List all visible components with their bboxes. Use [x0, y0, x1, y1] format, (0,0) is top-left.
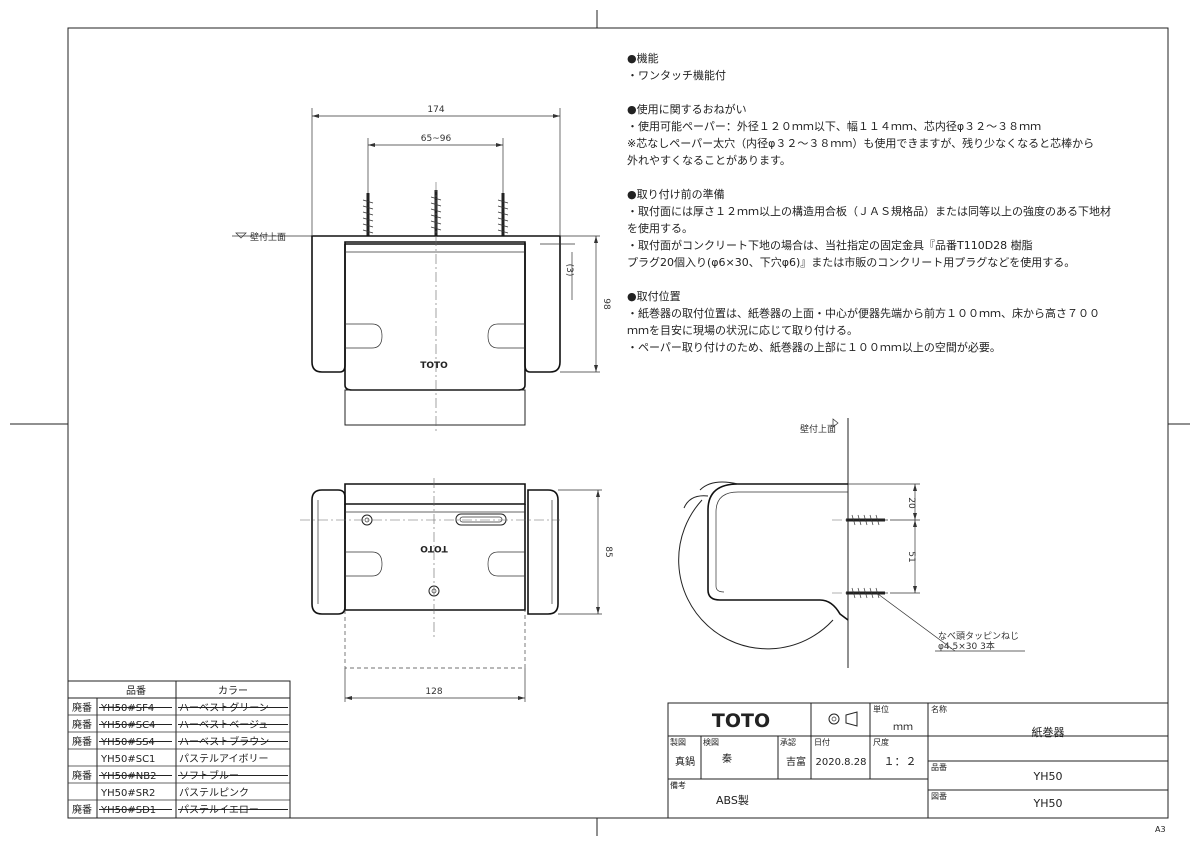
row-part-number: YH50#SC4: [100, 720, 155, 731]
date-value: 2020.8.28: [816, 757, 867, 768]
note-line: ・使用可能ペーパー：外径１２０ｍｍ以下、幅１１４ｍｍ、芯内径φ３２～３８ｍｍ: [627, 120, 1042, 133]
row-status: 廃番: [72, 718, 92, 731]
remarks-value: ABS製: [716, 793, 749, 807]
side-view: 壁付上面 20 51 なべ頭タッピンねじ φ4.5×30 3本: [678, 418, 1025, 668]
drawing-no-value: YH50: [1033, 797, 1063, 810]
row-part-number: YH50#NB2: [100, 771, 156, 782]
front-logo: TOTO: [420, 361, 448, 371]
dim-side-upper: 20: [906, 497, 916, 509]
row-color-name: ハーベストベージュ: [179, 719, 268, 731]
screw-left: [362, 193, 374, 236]
side-wall-label: 壁付上面: [800, 423, 836, 435]
row-status: 廃番: [72, 701, 92, 714]
drawn-value: 真鍋: [675, 755, 695, 768]
table-header-color: カラー: [218, 685, 248, 697]
note-line: 外れやすくなることがあります。: [627, 154, 791, 167]
projection-symbol: [828, 711, 858, 727]
drawn-label: 製図: [670, 737, 686, 747]
title-block: TOTO 単位 ｍｍ 名称 紙巻器 製図 真鍋 検図 秦 承認 吉富 日付 20…: [667, 702, 1169, 834]
unit-value: ｍｍ: [893, 722, 913, 733]
note-heading: ●機能: [627, 52, 659, 65]
scale-label: 尺度: [873, 737, 889, 747]
note-line: ・ペーパー取り付けのため、紙巻器の上部に１００ｍｍ以上の空間が必要。: [627, 341, 1001, 354]
note-heading: ●取付位置: [627, 290, 681, 303]
unit-label: 単位: [873, 704, 889, 714]
dim-bottom-width: 128: [425, 687, 442, 697]
name-label: 名称: [931, 704, 947, 714]
row-part-number: YH50#SD1: [100, 805, 156, 816]
dim-front-width: 174: [427, 105, 444, 115]
part-label: 品番: [931, 762, 947, 772]
screw-name: なべ頭タッピンねじ: [938, 631, 1019, 642]
screw-right: [497, 193, 509, 236]
dim-front-height: 98: [601, 298, 611, 310]
checked-value: 秦: [722, 752, 732, 765]
checked-label: 検図: [703, 737, 719, 747]
approved-label: 承認: [780, 737, 796, 747]
row-status: 廃番: [72, 735, 92, 748]
row-color-name: パステルアイボリー: [179, 753, 269, 765]
note-gap: [627, 271, 1157, 288]
note-line: ・取付面がコンクリート下地の場合は、当社指定の固定金具『品番T110D28 樹脂: [627, 239, 1033, 252]
dim-screw-pitch: 65~96: [421, 134, 452, 144]
bottom-view: TOTO 85 128: [300, 478, 613, 702]
dim-bottom-height: 85: [603, 546, 613, 557]
note-line: ※芯なしペーパー太穴（内径φ３２～３８ｍｍ）も使用できますが、残り少なくなると芯…: [627, 137, 1095, 150]
table-header-part: 品番: [126, 685, 146, 697]
row-status: 廃番: [72, 769, 92, 782]
drawing-frame: [67, 27, 1169, 819]
title-brand-logo: TOTO: [712, 710, 770, 732]
row-part-number: YH50#SR2: [100, 788, 155, 799]
part-value: YH50: [1033, 770, 1063, 783]
note-line: を使用する。: [627, 222, 693, 235]
specification-notes: ●機能・ワンタッチ機能付 ●使用に関するおねがい・使用可能ペーパー：外径１２０ｍｍ…: [627, 50, 1157, 356]
date-label: 日付: [814, 737, 830, 747]
note-line: ・紙巻器の取付位置は、紙巻器の上面・中心が便器先端から前方１００ｍｍ、床から高さ…: [627, 307, 1100, 320]
remarks-label: 備考: [670, 780, 686, 790]
scale-value: １：２: [884, 755, 917, 768]
screw-spec: φ4.5×30 3本: [938, 640, 995, 652]
approved-value: 吉富: [786, 755, 806, 768]
note-line: ｍｍを目安に現場の状況に応じて取り付ける。: [627, 324, 858, 337]
note-gap: [627, 84, 1157, 101]
note-heading: ●使用に関するおねがい: [627, 103, 747, 116]
row-part-number: YH50#SS4: [100, 737, 155, 748]
dim-front-gap: (3): [564, 264, 574, 277]
row-color-name: パステルイエロー: [179, 804, 259, 816]
bottom-logo: TOTO: [420, 543, 448, 553]
note-gap: [627, 169, 1157, 186]
note-line: プラグ20個入り(φ6×30、下穴φ6)』または市販のコンクリート用プラグなどを…: [627, 256, 1076, 269]
row-part-number: YH50#SC1: [100, 754, 155, 765]
dim-side-pitch: 51: [906, 551, 916, 562]
product-name: 紙巻器: [1032, 725, 1065, 739]
front-view: 174 65~96 壁付上面: [232, 105, 611, 432]
front-wall-label: 壁付上面: [250, 231, 286, 243]
drawing-no-label: 図番: [931, 791, 947, 801]
row-part-number: YH50#SF4: [100, 703, 154, 714]
row-status: 廃番: [72, 803, 92, 816]
note-line: ・ワンタッチ機能付: [627, 69, 726, 82]
note-heading: ●取り付け前の準備: [627, 188, 725, 201]
note-line: ・取付面には厚さ１２ｍｍ以上の構造用合板（ＪＡＳ規格品）または同等以上の強度のあ…: [627, 205, 1111, 218]
row-color-name: パステルピンク: [179, 787, 249, 799]
sheet-size: A3: [1155, 825, 1166, 834]
